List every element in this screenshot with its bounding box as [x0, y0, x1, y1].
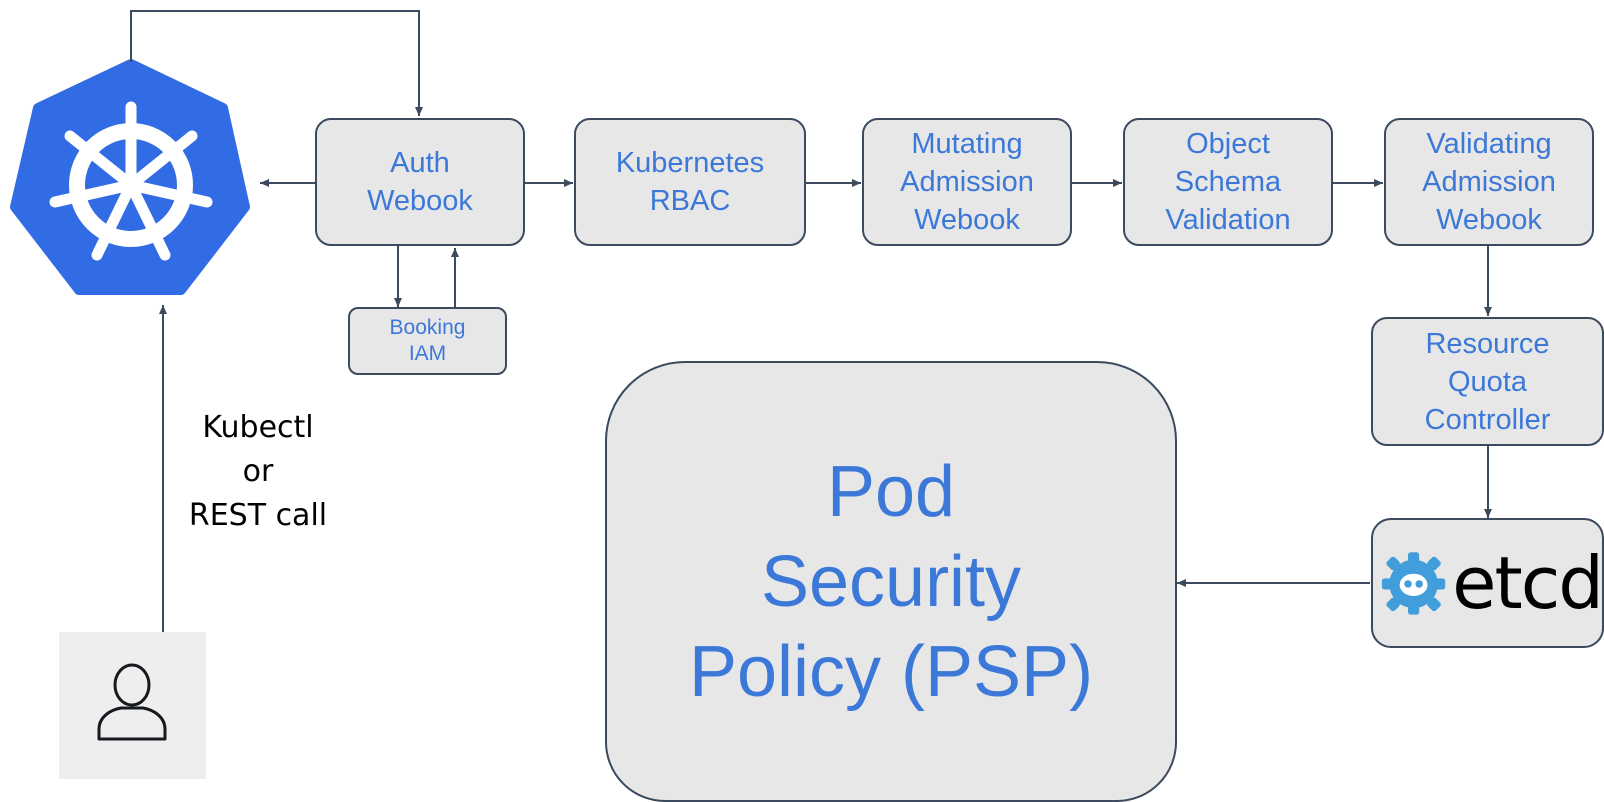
helm-wheel-icon	[49, 101, 213, 261]
etcd-gear-icon	[1381, 552, 1446, 615]
object-schema-validation-node: Object Schema Validation	[1123, 118, 1333, 246]
user-box[interactable]	[59, 632, 206, 779]
auth-webhook-node: Auth Webook	[315, 118, 525, 246]
pod-security-policy-node: Pod Security Policy (PSP)	[605, 361, 1177, 802]
client-request-label: Kubectl or REST call	[188, 410, 328, 533]
resource-quota-controller-node: Resource Quota Controller	[1371, 317, 1604, 446]
etcd-wordmark: etcd	[1452, 541, 1602, 625]
kubernetes-logo	[10, 59, 250, 295]
etcd-node: etcd	[1371, 518, 1604, 648]
logo-to-auth-connector	[130, 10, 423, 116]
mutating-admission-webhook-node: Mutating Admission Webook	[862, 118, 1072, 246]
validating-admission-webhook-node: Validating Admission Webook	[1384, 118, 1594, 246]
booking-iam-node: Booking IAM	[348, 307, 507, 375]
user-icon	[97, 663, 167, 741]
kubernetes-rbac-node: Kubernetes RBAC	[574, 118, 806, 246]
